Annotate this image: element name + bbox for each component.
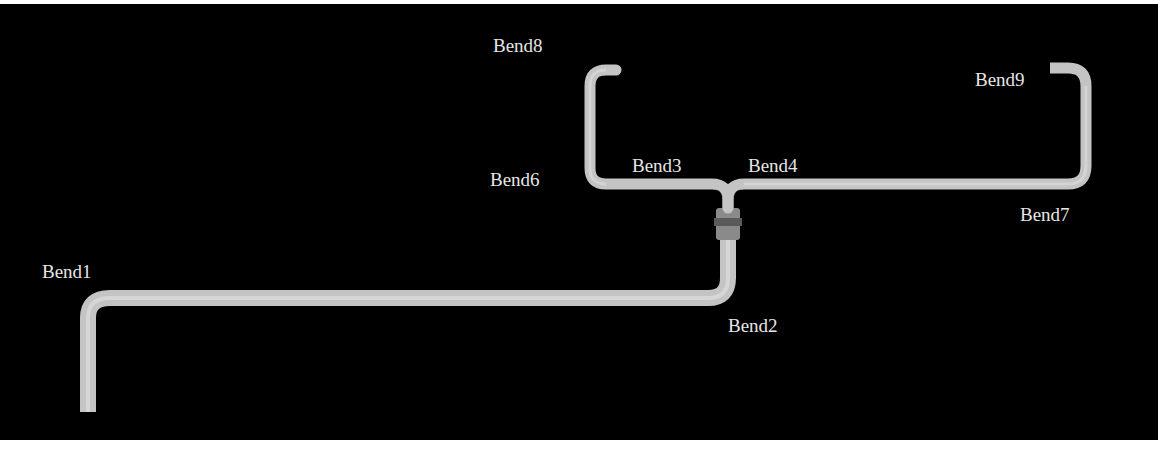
bend-label: Bend2 (728, 316, 778, 335)
fitting-band (714, 218, 742, 226)
background (0, 4, 1158, 440)
bend-label: Bend4 (748, 156, 798, 175)
pipe-highlight (88, 240, 728, 412)
bend-label: Bend7 (1020, 205, 1070, 224)
right-branch (728, 68, 1086, 208)
bend-label: Bend6 (490, 170, 540, 189)
lower-pipe (88, 240, 728, 412)
bend-label: Bend9 (975, 70, 1025, 89)
bend-label: Bend8 (493, 36, 543, 55)
bend-label: Bend1 (42, 262, 92, 281)
branch-highlight (590, 70, 1086, 184)
bend-label: Bend3 (632, 156, 682, 175)
left-branch (590, 70, 728, 208)
